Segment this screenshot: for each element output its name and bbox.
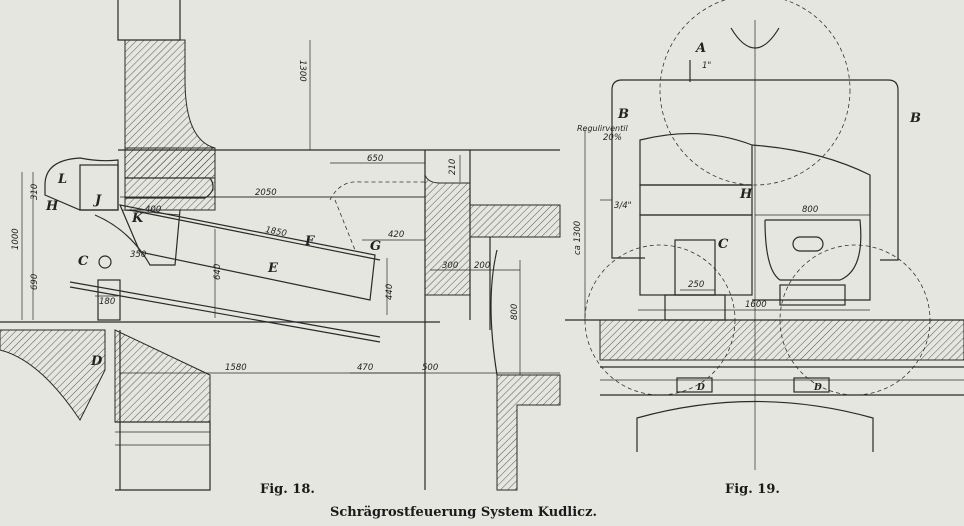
label-C: C (78, 254, 89, 269)
dim-180: 180 (99, 297, 115, 307)
dim-640: 640 (213, 264, 223, 280)
dim-690: 690 (30, 274, 40, 290)
cleanout-right (793, 377, 830, 393)
grate-frame (119, 204, 376, 301)
page-title: Schrägrostfeuerung System Kudlicz. (330, 505, 597, 520)
brick-arch (114, 329, 211, 423)
label-H: H (45, 199, 59, 214)
dim-1in: 1" (702, 61, 711, 71)
label-L: L (57, 172, 67, 187)
label-F: F (304, 234, 315, 249)
fig19-drawing: 1" ca 1300 3/4" 800 250 1600 Regulirvent… (565, 0, 964, 470)
dim-800: 800 (802, 205, 818, 215)
dim-1600: 1600 (745, 300, 767, 310)
valve-label: Regulirventil (577, 124, 628, 133)
label-G: G (370, 239, 381, 254)
foundation (599, 319, 964, 361)
hopper (44, 157, 119, 211)
dim-800: 800 (510, 304, 520, 320)
dim-2050: 2050 (255, 188, 277, 198)
fig18-caption: Fig. 18. (260, 482, 315, 497)
dim-440: 440 (385, 284, 395, 300)
dim-470: 470 (357, 363, 373, 373)
dim-3-4in: 3/4" (614, 201, 632, 211)
valve-size: 20% (603, 133, 622, 143)
dim-210: 210 (448, 159, 458, 175)
dim-350: 350 (130, 250, 146, 260)
dim-500: 500 (422, 363, 438, 373)
label-A: A (694, 41, 706, 56)
dim-300: 300 (442, 261, 458, 271)
dim-1300: 1300 (297, 60, 307, 82)
label-B-right: B (909, 111, 921, 126)
dim-650: 650 (367, 154, 383, 164)
dim-200: 200 (474, 261, 490, 271)
firebox-wall (124, 39, 216, 211)
label-H: H (739, 187, 753, 202)
fig18-drawing: 1300 650 2050 210 400 1850 420 1000 310 … (0, 0, 561, 491)
dim-1580: 1580 (225, 363, 247, 373)
dim-1850: 1850 (264, 225, 287, 239)
label-D-right: D (813, 383, 822, 393)
label-E: E (267, 261, 279, 276)
label-D-left: D (696, 383, 705, 393)
fire-door (639, 132, 753, 186)
cleanout-left (676, 377, 713, 393)
dim-1000: 1000 (11, 228, 21, 250)
fig19-caption: Fig. 19. (725, 482, 780, 497)
label-C: C (718, 237, 729, 252)
label-J: J (92, 193, 102, 208)
label-B-left: B (617, 107, 629, 122)
dim-400: 400 (145, 205, 161, 215)
steam-pipe (611, 79, 899, 261)
label-D: D (90, 354, 103, 369)
dim-ca-1300: ca 1300 (573, 221, 583, 255)
label-K: K (131, 211, 144, 226)
dim-310: 310 (30, 184, 40, 200)
tube-plate (424, 174, 471, 296)
dim-420: 420 (388, 230, 404, 240)
dim-250: 250 (688, 280, 704, 290)
